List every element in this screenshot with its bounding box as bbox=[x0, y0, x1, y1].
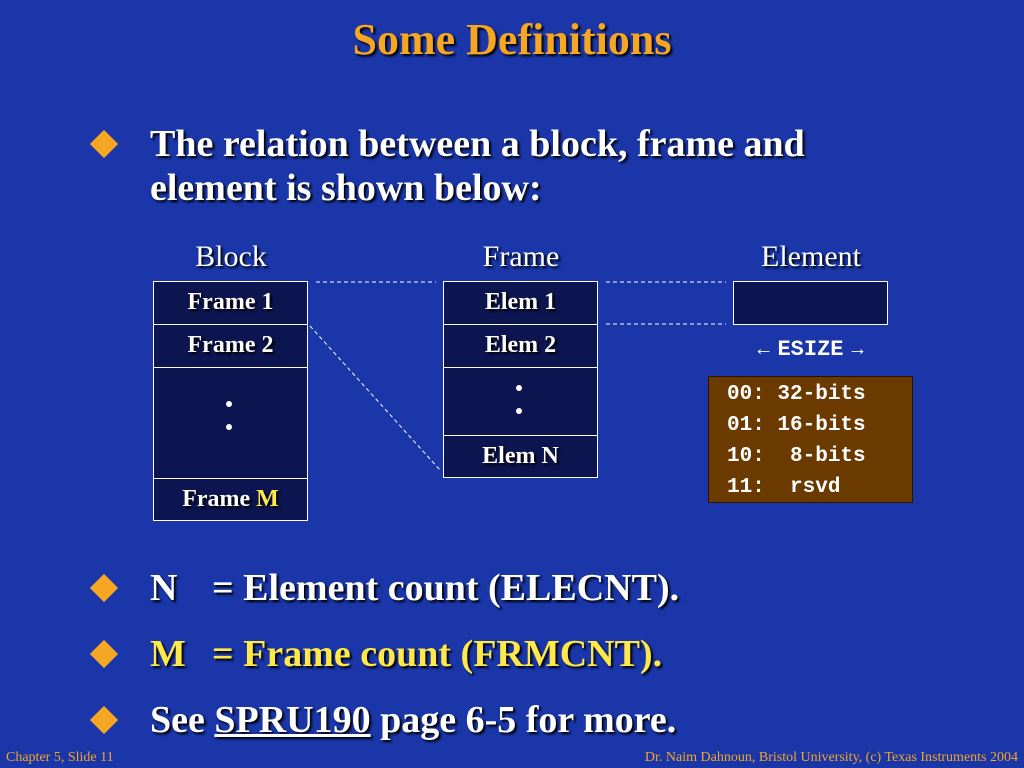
block-frame-2: Frame 2 bbox=[154, 325, 307, 368]
ellipsis-dot bbox=[516, 385, 522, 391]
esize-value-10: 10: 8-bits bbox=[727, 445, 866, 468]
m-text: = Frame count (FRMCNT). bbox=[212, 633, 663, 675]
block-frame-m-prefix: Frame bbox=[182, 486, 251, 512]
ellipsis-dot bbox=[226, 401, 232, 407]
frame-elem-n: Elem N bbox=[482, 443, 559, 469]
ellipsis-dot bbox=[226, 424, 232, 430]
block-frame-m-var: M bbox=[256, 486, 279, 512]
block-header: Block bbox=[195, 240, 267, 273]
right-arrow-icon: → bbox=[847, 338, 868, 360]
m-definition: M = Frame count (FRMCNT). bbox=[150, 632, 662, 676]
element-box bbox=[733, 281, 888, 325]
n-text: = Element count (ELECNT). bbox=[212, 567, 680, 609]
see-prefix: See bbox=[150, 699, 205, 741]
block-frame-m: Frame M bbox=[154, 479, 307, 521]
block-box: Frame 1 Frame 2 Frame M bbox=[153, 281, 308, 521]
intro-line-2: element is shown below: bbox=[150, 167, 542, 209]
esize-arrow: ← ESIZE → bbox=[733, 337, 888, 365]
frame-header: Frame bbox=[482, 240, 560, 273]
frame-elem-1: Elem 1 bbox=[444, 282, 597, 325]
spru190-link[interactable]: SPRU190 bbox=[214, 699, 371, 741]
see-suffix: page 6-5 for more. bbox=[380, 699, 677, 741]
footer-right: Dr. Naim Dahnoun, Bristol University, (c… bbox=[644, 750, 1018, 765]
footer-left: Chapter 5, Slide 11 bbox=[6, 750, 114, 765]
see-more: See SPRU190 page 6-5 for more. bbox=[150, 698, 676, 742]
esize-values-box: 00: 32-bits 01: 16-bits 10: 8-bits 11: r… bbox=[708, 376, 913, 503]
left-arrow-icon: ← bbox=[753, 338, 774, 360]
block-frame-1: Frame 1 bbox=[154, 282, 307, 325]
slide-title: Some Definitions bbox=[352, 15, 672, 64]
element-header: Element bbox=[761, 240, 861, 273]
esize-value-01: 01: 16-bits bbox=[727, 414, 866, 437]
esize-value-00: 00: 32-bits bbox=[727, 383, 866, 406]
m-var: M bbox=[150, 633, 186, 675]
ellipsis-dot bbox=[516, 408, 522, 414]
esize-label: ESIZE bbox=[777, 337, 844, 362]
esize-value-11: 11: rsvd bbox=[727, 476, 841, 499]
frame-box: Elem 1 Elem 2 Elem N bbox=[443, 281, 598, 478]
n-definition: N = Element count (ELECNT). bbox=[150, 566, 679, 610]
n-var: N bbox=[150, 567, 178, 609]
frame-ellipsis bbox=[444, 368, 597, 436]
frame-elem-2: Elem 2 bbox=[444, 325, 597, 368]
block-ellipsis bbox=[154, 368, 307, 479]
intro-line-1: The relation between a block, frame and bbox=[150, 123, 805, 165]
